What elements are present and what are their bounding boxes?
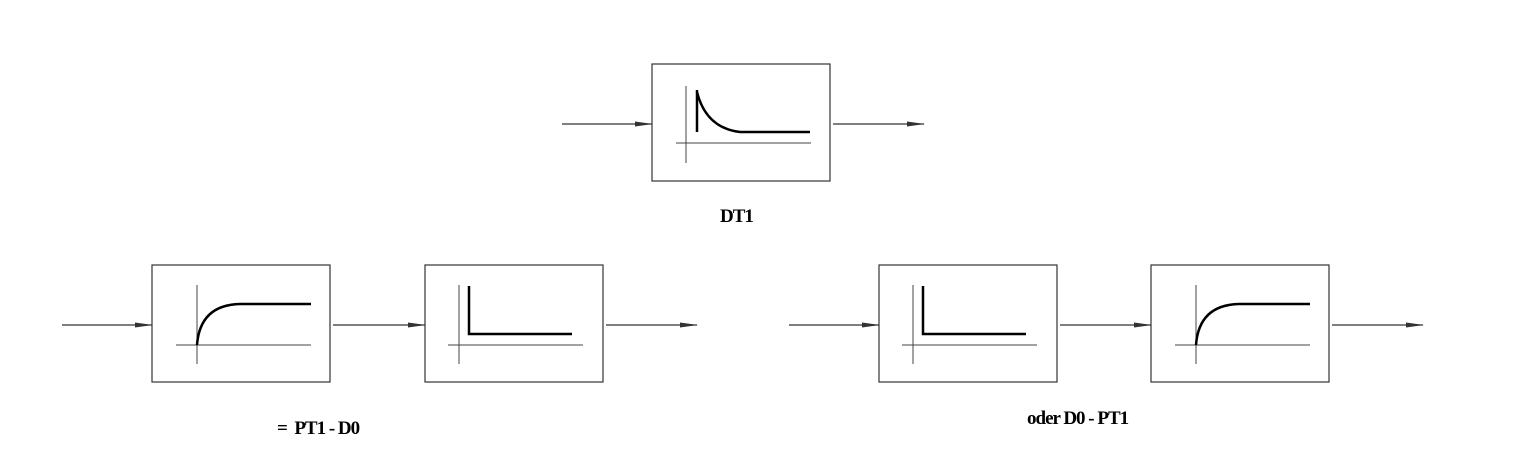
d0-response-icon-right: [902, 285, 1037, 364]
d0-block-right: [878, 264, 1058, 383]
pt1-block-right: [1150, 264, 1330, 383]
dt1-block: [651, 63, 831, 182]
d0-block-left: [424, 264, 604, 383]
pt1-d0-label: = PT1 - D0: [277, 418, 360, 439]
pt1-response-icon-right: [1175, 285, 1310, 364]
pt1-response-icon-left: [176, 285, 311, 364]
dt1-response-icon: [676, 86, 811, 163]
pt1-block-left: [151, 264, 331, 383]
dt1-label: DT1: [720, 206, 754, 227]
d0-response-icon-left: [448, 285, 583, 364]
d0-pt1-label: oder D0 - PT1: [1027, 408, 1129, 429]
